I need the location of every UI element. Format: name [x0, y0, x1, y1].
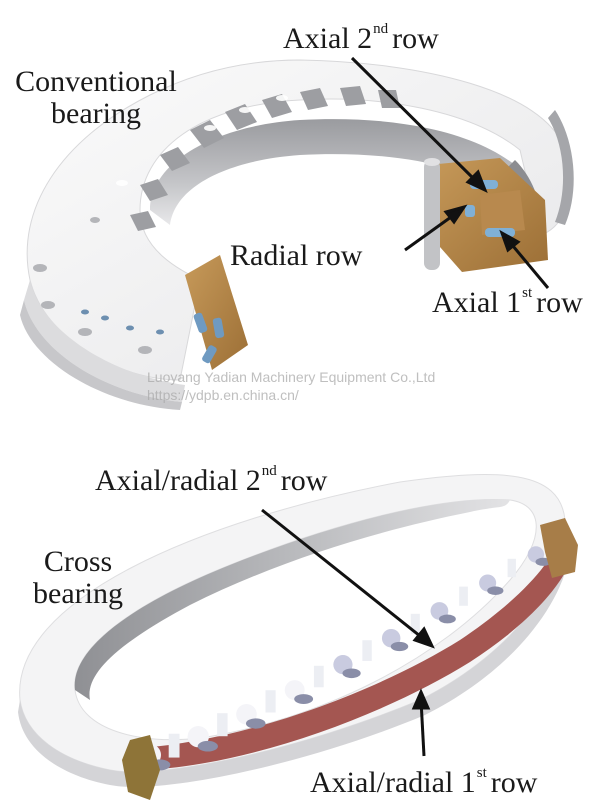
- axial-1st-roller: [485, 228, 515, 237]
- roller-side: [507, 558, 516, 578]
- label-radial-row: Radial row: [230, 239, 363, 272]
- roller-side: [410, 613, 420, 634]
- roller-end: [438, 614, 456, 624]
- cross-bearing-drawing: [18, 474, 578, 800]
- conventional-bearing-title: Conventional bearing: [2, 66, 190, 129]
- roller-side: [362, 640, 372, 661]
- roller-end: [487, 586, 504, 595]
- roller-side: [168, 733, 180, 758]
- conventional-bearing-drawing: [20, 59, 574, 410]
- conventional-title-line2: bearing: [51, 96, 141, 130]
- cross-title-line1: Cross: [43, 545, 113, 578]
- radial-roller: [465, 205, 475, 217]
- conventional-lower-ring: [24, 280, 185, 402]
- cross-section-left: [122, 735, 160, 800]
- arrow-axial-1st: [506, 239, 550, 289]
- conventional-bolt-holes: [33, 217, 152, 354]
- cross-section-right: [540, 518, 578, 578]
- conventional-title-line1: Conventional: [15, 65, 177, 98]
- cross-roller-track: [140, 535, 575, 770]
- roller-side: [459, 586, 468, 606]
- leader-arrows: [261, 56, 550, 757]
- cross-rollers: [139, 530, 564, 771]
- conventional-bolt-tabs: [130, 86, 400, 231]
- roller-side: [217, 713, 228, 737]
- cross-title-line2: bearing: [33, 576, 123, 610]
- roller-end: [245, 718, 266, 729]
- conventional-section-left: [185, 255, 248, 370]
- cross-bearing-title: Cross bearing: [26, 546, 130, 609]
- roller-end: [390, 641, 409, 652]
- arrow-axial-radial-2nd: [261, 508, 426, 642]
- roller-side: [313, 665, 324, 688]
- roller-end: [342, 668, 361, 679]
- roller-side: [265, 690, 276, 713]
- roller-end: [294, 694, 314, 705]
- watermark-company: Luoyang Yadian Machinery Equipment Co.,L…: [147, 369, 436, 385]
- conventional-inner-bore: [150, 119, 520, 225]
- roller-end: [197, 740, 218, 752]
- arrow-axial-2nd: [350, 56, 482, 187]
- watermark-url: https://ydpb.en.china.cn/: [147, 387, 299, 403]
